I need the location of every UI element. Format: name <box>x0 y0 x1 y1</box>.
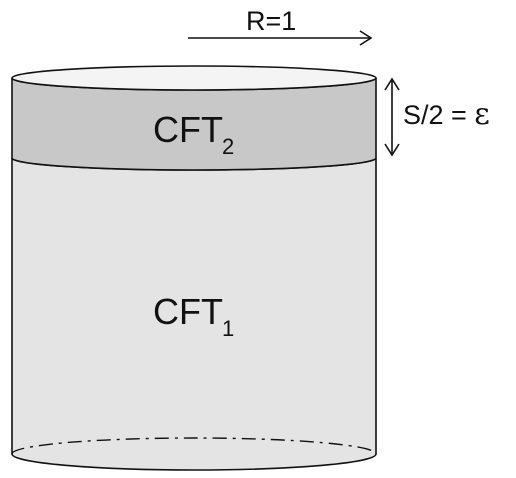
cft-bottom-label: CFT <box>153 291 223 332</box>
epsilon-symbol: ε <box>474 97 490 132</box>
cft-top-label: CFT <box>153 109 223 150</box>
radius-label: R=1 <box>246 6 296 36</box>
cft-bottom-base: CFT <box>153 291 223 332</box>
cft-top-subscript: 2 <box>222 134 234 159</box>
radius-arrow <box>188 30 373 46</box>
bottom-hidden-edge <box>11 437 377 455</box>
height-arrow <box>384 77 400 157</box>
cft-top-base: CFT <box>153 109 223 150</box>
height-label-prefix: S/2 = <box>403 100 474 130</box>
top-cap <box>11 65 377 91</box>
cft-bottom-subscript: 1 <box>222 316 234 341</box>
height-label: S/2 = ε <box>403 97 490 132</box>
